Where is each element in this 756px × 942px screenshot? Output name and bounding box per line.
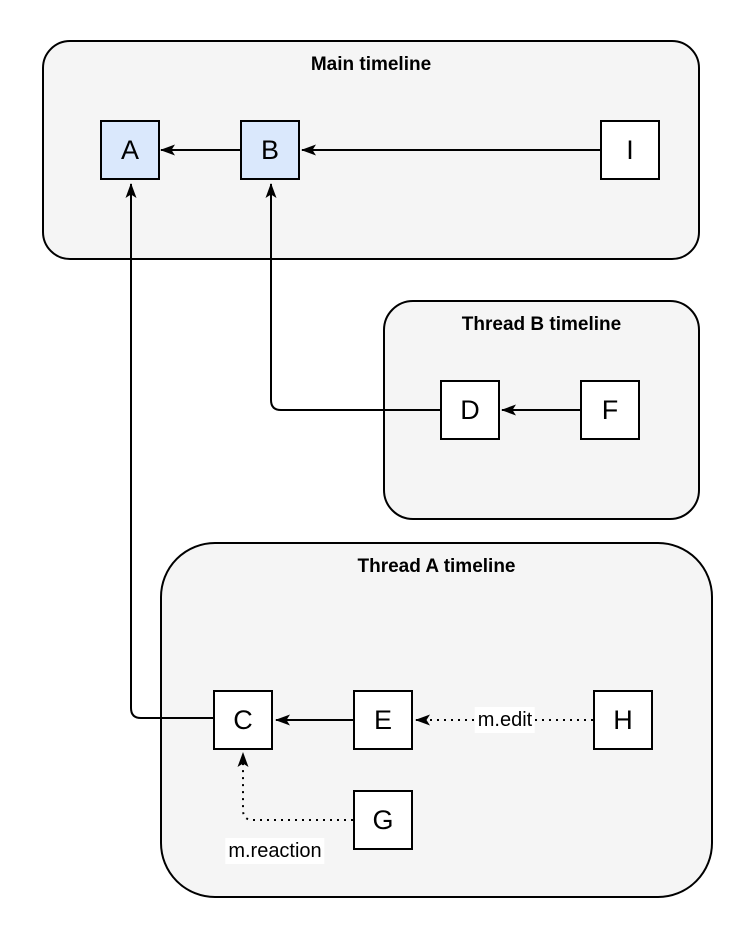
node-h: H [593, 690, 653, 750]
edge-label-m-reaction: m.reaction [225, 838, 325, 864]
node-b-label: B [260, 134, 279, 165]
node-f: F [580, 380, 640, 440]
node-f-label: F [601, 394, 619, 425]
node-c: C [213, 690, 273, 750]
node-b: B [240, 120, 300, 180]
node-g: G [353, 790, 413, 850]
container-thread-b-timeline: Thread B timeline [383, 300, 700, 520]
container-title-main-timeline: Main timeline [310, 54, 432, 75]
node-d-label: D [460, 394, 480, 425]
edge-label-m-edit: m.edit [474, 707, 536, 733]
node-a-label: A [120, 134, 139, 165]
node-a: A [100, 120, 160, 180]
node-g-label: G [372, 804, 394, 835]
node-c-label: C [233, 704, 253, 735]
node-h-label: H [613, 704, 633, 735]
node-e-label: E [373, 704, 392, 735]
node-i-label: I [626, 134, 634, 165]
container-title-thread-a-timeline: Thread A timeline [357, 556, 516, 577]
node-d: D [440, 380, 500, 440]
node-e: E [353, 690, 413, 750]
node-i: I [600, 120, 660, 180]
container-title-thread-b-timeline: Thread B timeline [461, 314, 622, 335]
